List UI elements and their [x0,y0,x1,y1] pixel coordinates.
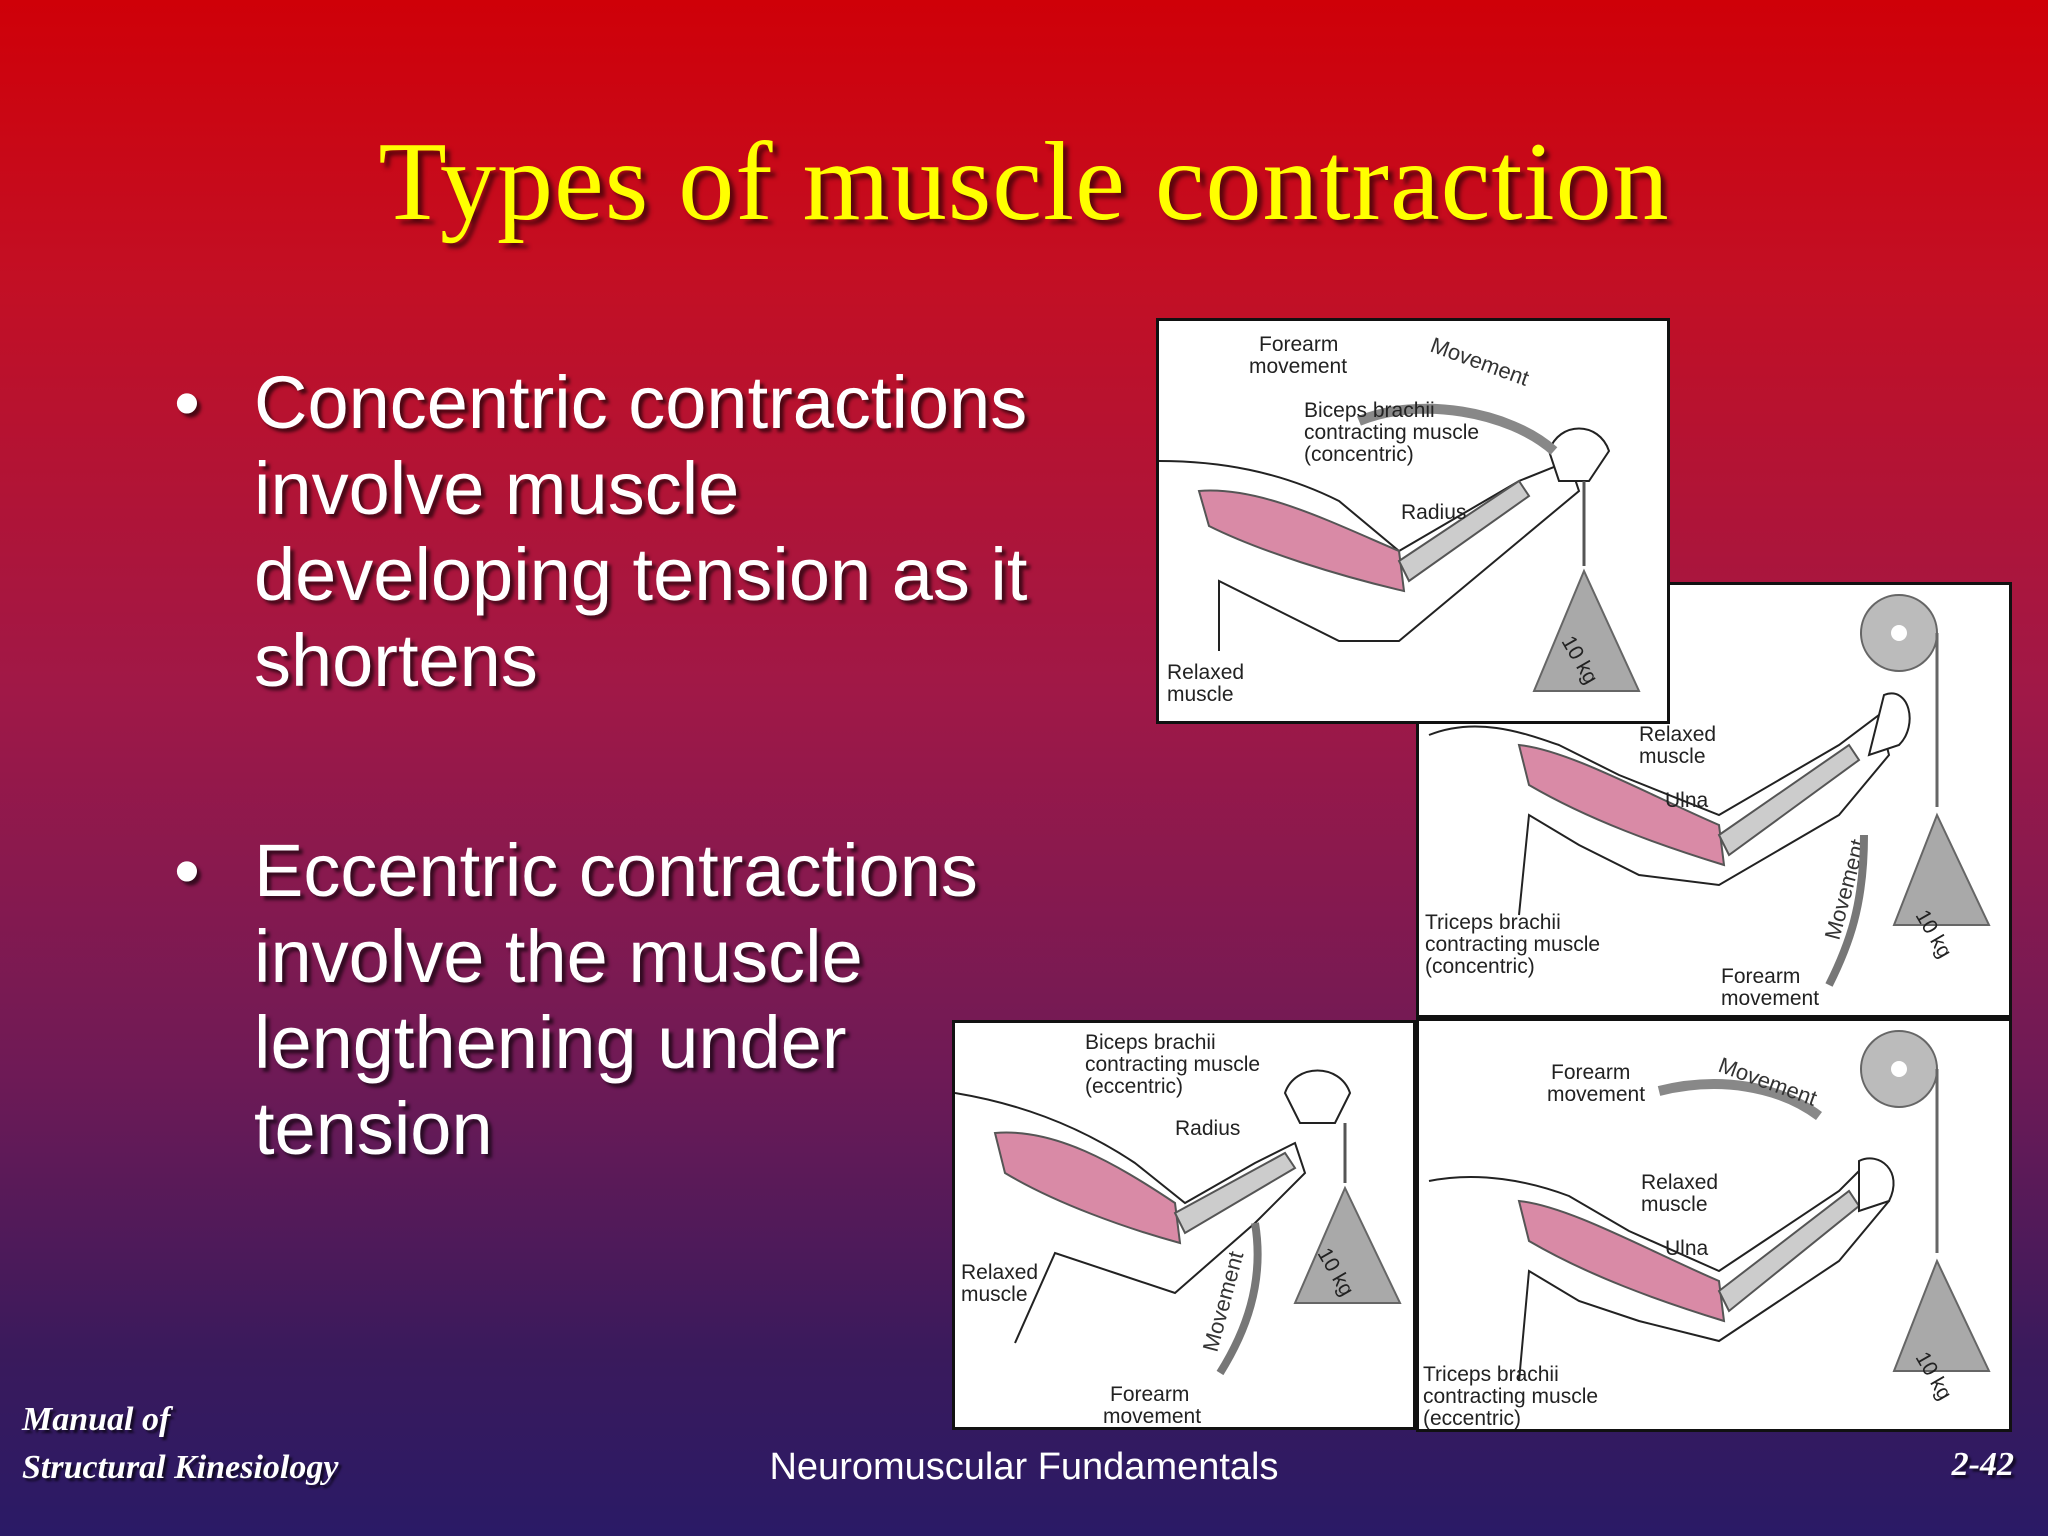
book-title-line-2: Structural Kinesiology [22,1449,339,1486]
ulna-label: Ulna [1665,1237,1709,1260]
triceps-label-2: contracting muscle [1423,1385,1598,1408]
biceps-label-3: (eccentric) [1085,1075,1183,1098]
biceps-label-1: Biceps brachii [1085,1031,1216,1054]
forearm-label-1: Forearm [1551,1061,1630,1084]
triceps-label-3: (eccentric) [1423,1407,1521,1430]
radius-label: Radius [1401,501,1466,524]
chapter-title: Neuromuscular Fundamentals [769,1446,1279,1488]
triceps-label-1: Triceps brachii [1423,1363,1559,1386]
forearm-label-1: Forearm [1721,965,1800,988]
biceps-label-2: contracting muscle [1085,1053,1260,1076]
book-title-line-1: Manual of [22,1401,171,1438]
bullet-text: Concentric contractions involve muscle d… [254,361,1028,702]
radius-label: Radius [1175,1117,1240,1140]
relaxed-label-1: Relaxed [1639,723,1716,746]
figure-biceps-concentric: 10 kg Movement Forearm movement Biceps b… [1156,318,1670,724]
figure-triceps-concentric: 10 kg Relaxed muscle Ulna Triceps brachi… [1416,582,2012,1018]
biceps-label-3: (concentric) [1304,443,1414,466]
figure-triceps-eccentric: 10 kg Movement Forearm movement Relaxed … [1416,1018,2012,1432]
forearm-label-2: movement [1721,987,1819,1010]
forearm-label-2: movement [1547,1083,1645,1106]
slide-title: Types of muscle contraction [378,120,1670,244]
page-number: 2-42 [1951,1446,2014,1483]
relaxed-label-2: muscle [961,1283,1028,1306]
forearm-label-2: movement [1103,1405,1201,1428]
relaxed-label-2: muscle [1639,745,1706,768]
bullet-dot: • [174,361,200,444]
relaxed-label-1: Relaxed [1641,1171,1718,1194]
bullet-text: Eccentric contractions involve the muscl… [254,829,978,1170]
forearm-label-1: Forearm [1110,1383,1189,1406]
bullet-concentric: • Concentric contractions involve muscle… [170,360,1100,704]
bullet-list: • Concentric contractions involve muscle… [170,360,1100,1170]
bullet-dot: • [174,829,200,912]
forearm-label-2: movement [1249,355,1347,378]
relaxed-label-1: Relaxed [1167,661,1244,684]
biceps-label-1: Biceps brachii [1304,399,1435,422]
movement-label: Movement [1427,332,1532,391]
relaxed-label-1: Relaxed [961,1261,1038,1284]
bullet-eccentric: • Eccentric contractions involve the mus… [170,828,1034,1172]
book-title: Manual of Structural Kinesiology [22,1396,338,1492]
triceps-label-2: contracting muscle [1425,933,1600,956]
forearm-label-1: Forearm [1259,333,1338,356]
triceps-label-1: Triceps brachii [1425,911,1561,934]
figure-biceps-eccentric: 10 kg Biceps brachii contracting muscle … [952,1020,1416,1430]
relaxed-label-2: muscle [1641,1193,1708,1216]
relaxed-label-2: muscle [1167,683,1234,706]
biceps-label-2: contracting muscle [1304,421,1479,444]
ulna-label: Ulna [1665,789,1709,812]
triceps-label-3: (concentric) [1425,955,1535,978]
